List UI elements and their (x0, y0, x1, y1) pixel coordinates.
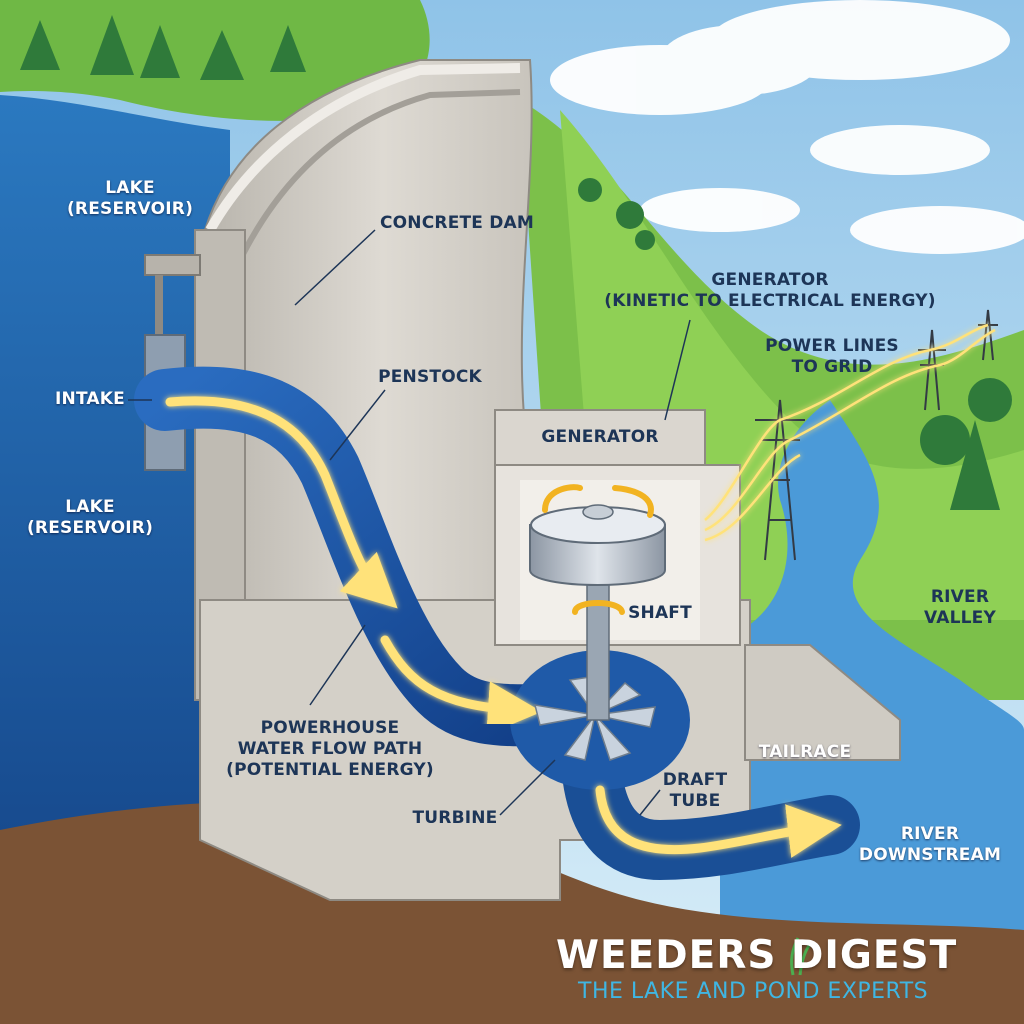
lake (0, 95, 230, 1024)
logo-tagline: THE LAKE AND POND EXPERTS (578, 979, 929, 1004)
logo-name: WEEDERS DIGEST (556, 933, 958, 978)
label-generator: GENERATOR (541, 427, 659, 447)
flow-arrow-powerhouse (380, 635, 542, 736)
clouds (550, 0, 1024, 254)
tailrace-channel (744, 644, 901, 761)
label-power-lines: POWER LINES TO GRID (765, 336, 899, 377)
label-draft-tube: DRAFT TUBE (662, 770, 728, 811)
label-shaft: SHAFT (628, 603, 692, 623)
label-lake-bottom: LAKE (RESERVOIR) (26, 497, 154, 538)
trees-top-left (20, 15, 306, 80)
label-powerhouse-flow: POWERHOUSE WATER FLOW PATH (POTENTIAL EN… (226, 718, 434, 780)
generator-house-roof (494, 409, 706, 466)
label-intake: INTAKE (55, 389, 125, 409)
leader-lines (128, 229, 691, 816)
power-lines (704, 323, 996, 542)
turbine-runner (533, 676, 656, 761)
logo-reed-icon (790, 937, 814, 976)
label-penstock: PENSTOCK (378, 367, 482, 387)
flow-arrow-penstock (165, 396, 398, 609)
label-tailrace: TAILRACE (758, 742, 852, 762)
label-generator-description: GENERATOR (KINETIC TO ELECTRICAL ENERGY) (604, 270, 936, 311)
trees-right (578, 178, 1012, 510)
label-turbine: TURBINE (412, 808, 498, 828)
label-concrete-dam: CONCRETE DAM (379, 213, 535, 233)
intake-gate-top (144, 254, 201, 276)
flow-arrow-draft-tube (595, 785, 842, 858)
dam-crest (205, 63, 521, 233)
label-river-downstream: RIVER DOWNSTREAM (858, 824, 1002, 865)
label-river-valley: RIVER VALLEY (924, 587, 996, 628)
label-lake-top: LAKE (RESERVOIR) (66, 178, 194, 219)
rotation-arrows (542, 484, 654, 615)
